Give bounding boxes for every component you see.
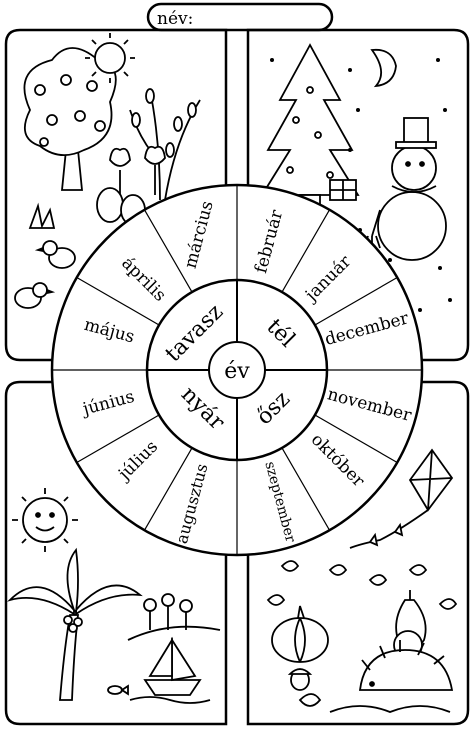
- hedgehog-icon: [358, 640, 454, 691]
- month-divider: [143, 447, 193, 531]
- wheel-center-circle: [208, 341, 266, 399]
- summer-illustrations: [6, 488, 221, 704]
- fish-icon: [107, 684, 129, 696]
- sun-icon: [85, 33, 135, 83]
- month-divider: [76, 276, 160, 326]
- grass-icon: [28, 202, 56, 229]
- month-divider: [281, 209, 331, 293]
- hill-icon: [127, 625, 221, 641]
- month-divider: [314, 414, 398, 464]
- boat-icon: [143, 636, 202, 696]
- season-dividers: [147, 280, 327, 460]
- gift-icon: [329, 179, 357, 201]
- snowman-icon: [363, 117, 447, 261]
- pumpkin-icon: [271, 605, 329, 663]
- tulip-icon: [109, 145, 166, 200]
- season-wheel: év tavasz tél nyár ősz március február á…: [50, 183, 424, 557]
- month-divider: [314, 276, 398, 326]
- palm-tree-icon: [6, 547, 143, 701]
- sun-icon: [12, 488, 78, 552]
- spring-illustrations: [14, 33, 201, 309]
- water-icon: [129, 696, 211, 704]
- willow-icon: [129, 88, 201, 201]
- name-label: név:: [157, 9, 193, 29]
- leaf-pile-icon: [329, 705, 451, 713]
- moon-icon: [370, 48, 397, 88]
- leaf-icon: [266, 560, 458, 707]
- month-divider: [281, 447, 331, 531]
- wheel-spokes: [52, 185, 422, 555]
- kite-icon: [349, 448, 454, 549]
- name-header: név:: [146, 2, 334, 32]
- flower-icon: [143, 593, 193, 630]
- star-icon: [270, 58, 452, 312]
- acorn-icon: [287, 668, 313, 691]
- center-label: év: [224, 359, 250, 384]
- chick-icon: [14, 240, 76, 309]
- month-divider: [76, 414, 160, 464]
- autumn-illustrations: [266, 448, 458, 713]
- month-divider: [143, 209, 193, 293]
